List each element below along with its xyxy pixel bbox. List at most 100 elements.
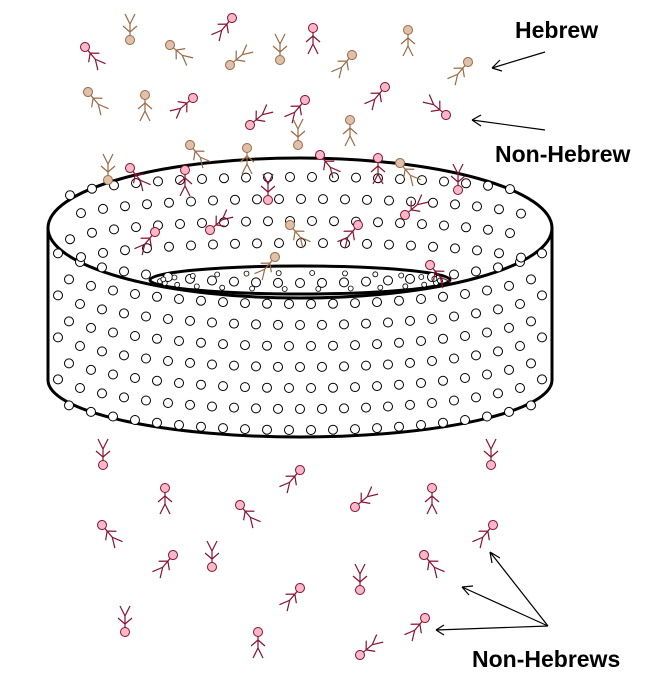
- circle-hole-icon: [460, 415, 470, 425]
- circle-hole-icon: [460, 373, 470, 383]
- circle-hole-icon: [108, 369, 118, 380]
- circle-hole-icon: [164, 197, 174, 208]
- circle-hole-icon: [471, 308, 481, 319]
- circle-hole-icon: [243, 270, 250, 277]
- circle-hole-icon: [141, 353, 151, 364]
- circle-hole-icon: [152, 333, 162, 344]
- circle-hole-icon: [64, 274, 74, 285]
- circle-hole-icon: [340, 194, 350, 205]
- circle-hole-icon: [398, 272, 405, 279]
- circle-hole-icon: [131, 222, 141, 233]
- circle-hole-icon: [416, 420, 426, 430]
- circle-hole-icon: [76, 252, 86, 263]
- circle-hole-icon: [449, 353, 459, 364]
- circle-hole-icon: [64, 316, 74, 327]
- circle-hole-icon: [171, 274, 178, 281]
- circle-hole-icon: [318, 238, 328, 249]
- circle-hole-icon: [482, 369, 492, 380]
- arrow-icon: [471, 114, 546, 131]
- circle-hole-icon: [493, 388, 503, 399]
- circle-hole-icon: [307, 172, 317, 182]
- circle-hole-icon: [196, 421, 206, 432]
- circle-hole-icon: [240, 298, 250, 309]
- circle-hole-icon: [306, 341, 316, 351]
- circle-hole-icon: [537, 248, 547, 259]
- sieve-cylinder: [46, 156, 554, 439]
- circle-hole-icon: [296, 194, 306, 204]
- hebrew-figure-icon: [122, 13, 138, 45]
- circle-hole-icon: [362, 238, 372, 249]
- circle-hole-icon: [361, 318, 371, 329]
- circle-hole-icon: [418, 274, 425, 280]
- circle-hole-icon: [130, 331, 140, 341]
- circle-hole-icon: [405, 273, 415, 284]
- circle-hole-icon: [152, 291, 162, 302]
- circle-hole-icon: [284, 425, 294, 435]
- circle-hole-icon: [219, 284, 226, 291]
- circle-hole-icon: [526, 358, 536, 369]
- circle-hole-icon: [189, 272, 196, 279]
- circle-hole-icon: [394, 337, 404, 348]
- hebrew-figure-icon: [285, 220, 311, 249]
- circle-hole-icon: [328, 382, 338, 393]
- circle-hole-icon: [119, 392, 129, 403]
- circle-hole-icon: [160, 276, 167, 283]
- circle-hole-icon: [395, 218, 405, 229]
- circle-hole-icon: [329, 172, 339, 183]
- hebrew-figure-icon: [100, 153, 116, 185]
- circle-hole-icon: [75, 383, 85, 393]
- circle-hole-icon: [109, 224, 119, 235]
- circle-hole-icon: [449, 269, 459, 280]
- circle-hole-icon: [306, 299, 316, 309]
- circle-hole-icon: [471, 350, 481, 361]
- pointer-arrows: [435, 51, 549, 636]
- circle-hole-icon: [537, 332, 547, 343]
- circle-hole-icon: [65, 234, 75, 245]
- circle-hole-icon: [504, 322, 514, 333]
- circle-hole-icon: [130, 415, 140, 425]
- circle-hole-icon: [120, 245, 130, 256]
- circle-hole-icon: [163, 356, 173, 366]
- circle-hole-icon: [262, 382, 272, 393]
- circle-hole-icon: [275, 270, 282, 277]
- circle-hole-icon: [427, 356, 437, 366]
- circle-hole-icon: [108, 411, 118, 422]
- hebrew-figure-icon: [447, 57, 473, 86]
- circle-hole-icon: [504, 364, 514, 375]
- circle-hole-icon: [142, 199, 152, 210]
- circle-hole-icon: [98, 203, 108, 214]
- non-hebrew-figure-icon: [450, 163, 466, 195]
- circle-hole-icon: [240, 340, 250, 351]
- circle-hole-icon: [383, 359, 393, 370]
- non-hebrew-figure-icon: [364, 82, 390, 111]
- circle-hole-icon: [328, 424, 338, 435]
- non-hebrew-figure-icon: [315, 150, 341, 179]
- circle-hole-icon: [174, 281, 181, 288]
- circle-hole-icon: [306, 383, 316, 393]
- circle-hole-icon: [163, 398, 173, 408]
- hebrew-figure-icon: [254, 252, 280, 281]
- circle-hole-icon: [295, 278, 305, 288]
- people-figures: [80, 13, 499, 660]
- hebrew-figure-icon: [395, 158, 421, 187]
- circle-hole-icon: [504, 280, 514, 291]
- circle-hole-icon: [439, 220, 449, 231]
- circle-hole-icon: [207, 317, 217, 328]
- sieve-holes: [53, 172, 547, 435]
- circle-hole-icon: [240, 424, 250, 435]
- circle-hole-icon: [281, 286, 288, 292]
- circle-hole-icon: [285, 172, 295, 182]
- circle-hole-icon: [273, 277, 283, 288]
- non-hebrew-figure-icon: [157, 483, 173, 515]
- circle-hole-icon: [537, 374, 547, 385]
- circle-hole-icon: [438, 375, 448, 386]
- circle-hole-icon: [218, 381, 228, 392]
- non-hebrew-figure-icon: [245, 104, 274, 130]
- circle-hole-icon: [350, 382, 360, 393]
- circle-hole-icon: [372, 271, 379, 278]
- non-hebrew-figure-icon: [235, 500, 261, 529]
- circle-hole-icon: [240, 382, 250, 393]
- circle-hole-icon: [108, 285, 118, 296]
- circle-hole-icon: [317, 403, 327, 414]
- hebrew-figure-icon: [400, 25, 416, 57]
